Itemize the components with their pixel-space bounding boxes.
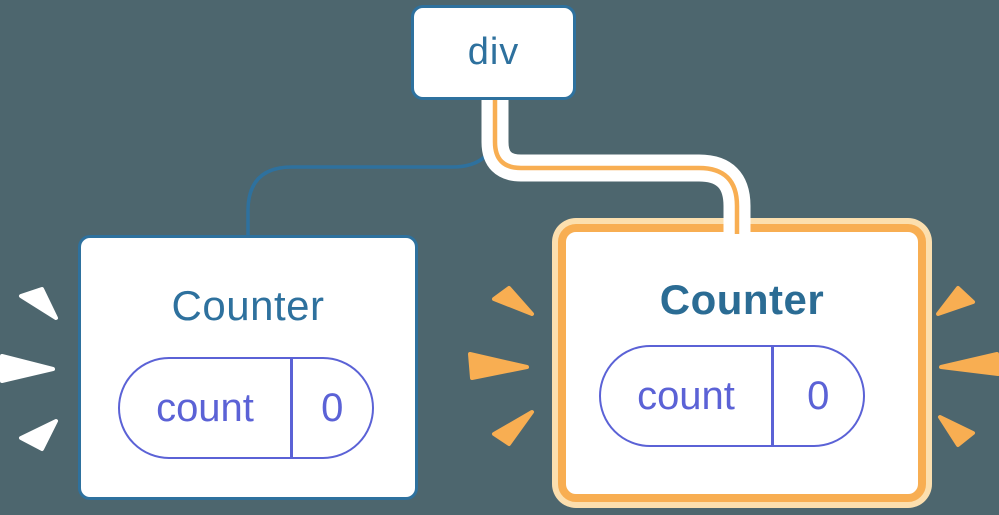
div-node: div xyxy=(411,5,576,100)
sparkle-burst-left-counter-icon xyxy=(0,287,58,451)
state-key-right: count xyxy=(637,373,735,418)
state-pill-divider-right xyxy=(771,347,774,445)
counter-card-right-highlight-ring: Counter count 0 xyxy=(552,218,932,508)
div-node-label: div xyxy=(467,31,520,73)
counter-card-right: Counter count 0 xyxy=(558,224,926,502)
state-pill-left: count 0 xyxy=(118,357,374,459)
sparkle-burst-right-counter-left-icon xyxy=(468,286,534,446)
counter-title-left: Counter xyxy=(171,282,325,329)
state-pill-divider-left xyxy=(290,359,293,457)
state-value-left: 0 xyxy=(321,385,344,430)
state-value-right: 0 xyxy=(807,373,830,418)
state-pill-right: count 0 xyxy=(599,345,865,447)
counter-card-left: Counter count 0 xyxy=(78,235,418,500)
edge-div-to-left-counter xyxy=(246,100,499,237)
counter-title-right: Counter xyxy=(659,276,825,323)
sparkle-burst-right-counter-right-icon xyxy=(936,286,999,447)
edge-div-to-right-counter xyxy=(492,100,740,234)
state-key-left: count xyxy=(156,385,254,430)
